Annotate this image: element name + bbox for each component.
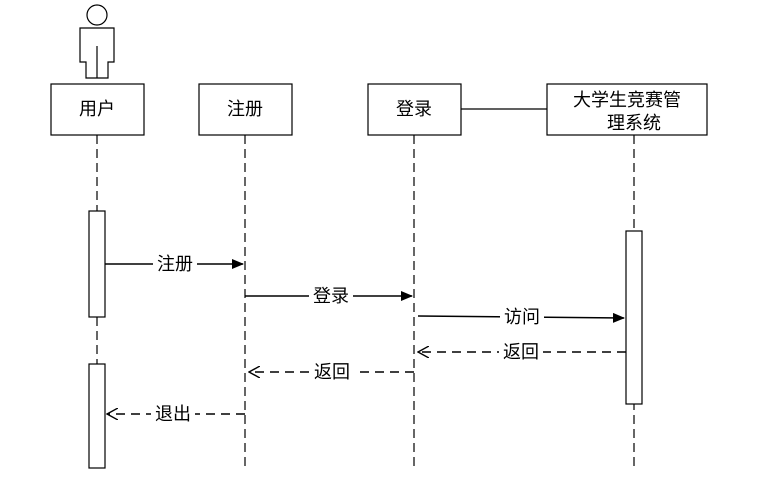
message-return-system-label: 返回: [503, 342, 539, 363]
message-register-label: 注册: [157, 254, 193, 275]
participant-register-label: 注册: [227, 99, 263, 120]
activation-user-2: [88, 363, 106, 469]
participant-register: 注册: [198, 83, 293, 136]
actor-icon: [79, 4, 115, 79]
message-access: 访问: [417, 305, 625, 329]
message-login: 登录: [245, 284, 413, 308]
message-access-label: 访问: [504, 307, 540, 328]
participant-system-label-line2: 理系统: [607, 113, 661, 134]
message-login-label: 登录: [313, 286, 349, 307]
message-register: 注册: [105, 252, 244, 276]
participant-system-label-line1: 大学生竞赛管: [573, 90, 681, 111]
participant-login-label: 登录: [396, 99, 432, 120]
participant-login: 登录: [367, 83, 462, 136]
activation-user-1: [88, 210, 106, 318]
message-return-login-label: 返回: [314, 362, 350, 383]
message-logout: 退出: [107, 402, 245, 426]
message-return-system: 返回: [418, 340, 626, 364]
message-logout-label: 退出: [155, 404, 191, 425]
activation-system: [625, 230, 643, 405]
message-return-login: 返回: [249, 360, 414, 384]
participant-system: 大学生竞赛管 理系统: [546, 83, 708, 136]
participant-user: 用户: [50, 83, 145, 136]
participant-user-label: 用户: [79, 99, 115, 120]
